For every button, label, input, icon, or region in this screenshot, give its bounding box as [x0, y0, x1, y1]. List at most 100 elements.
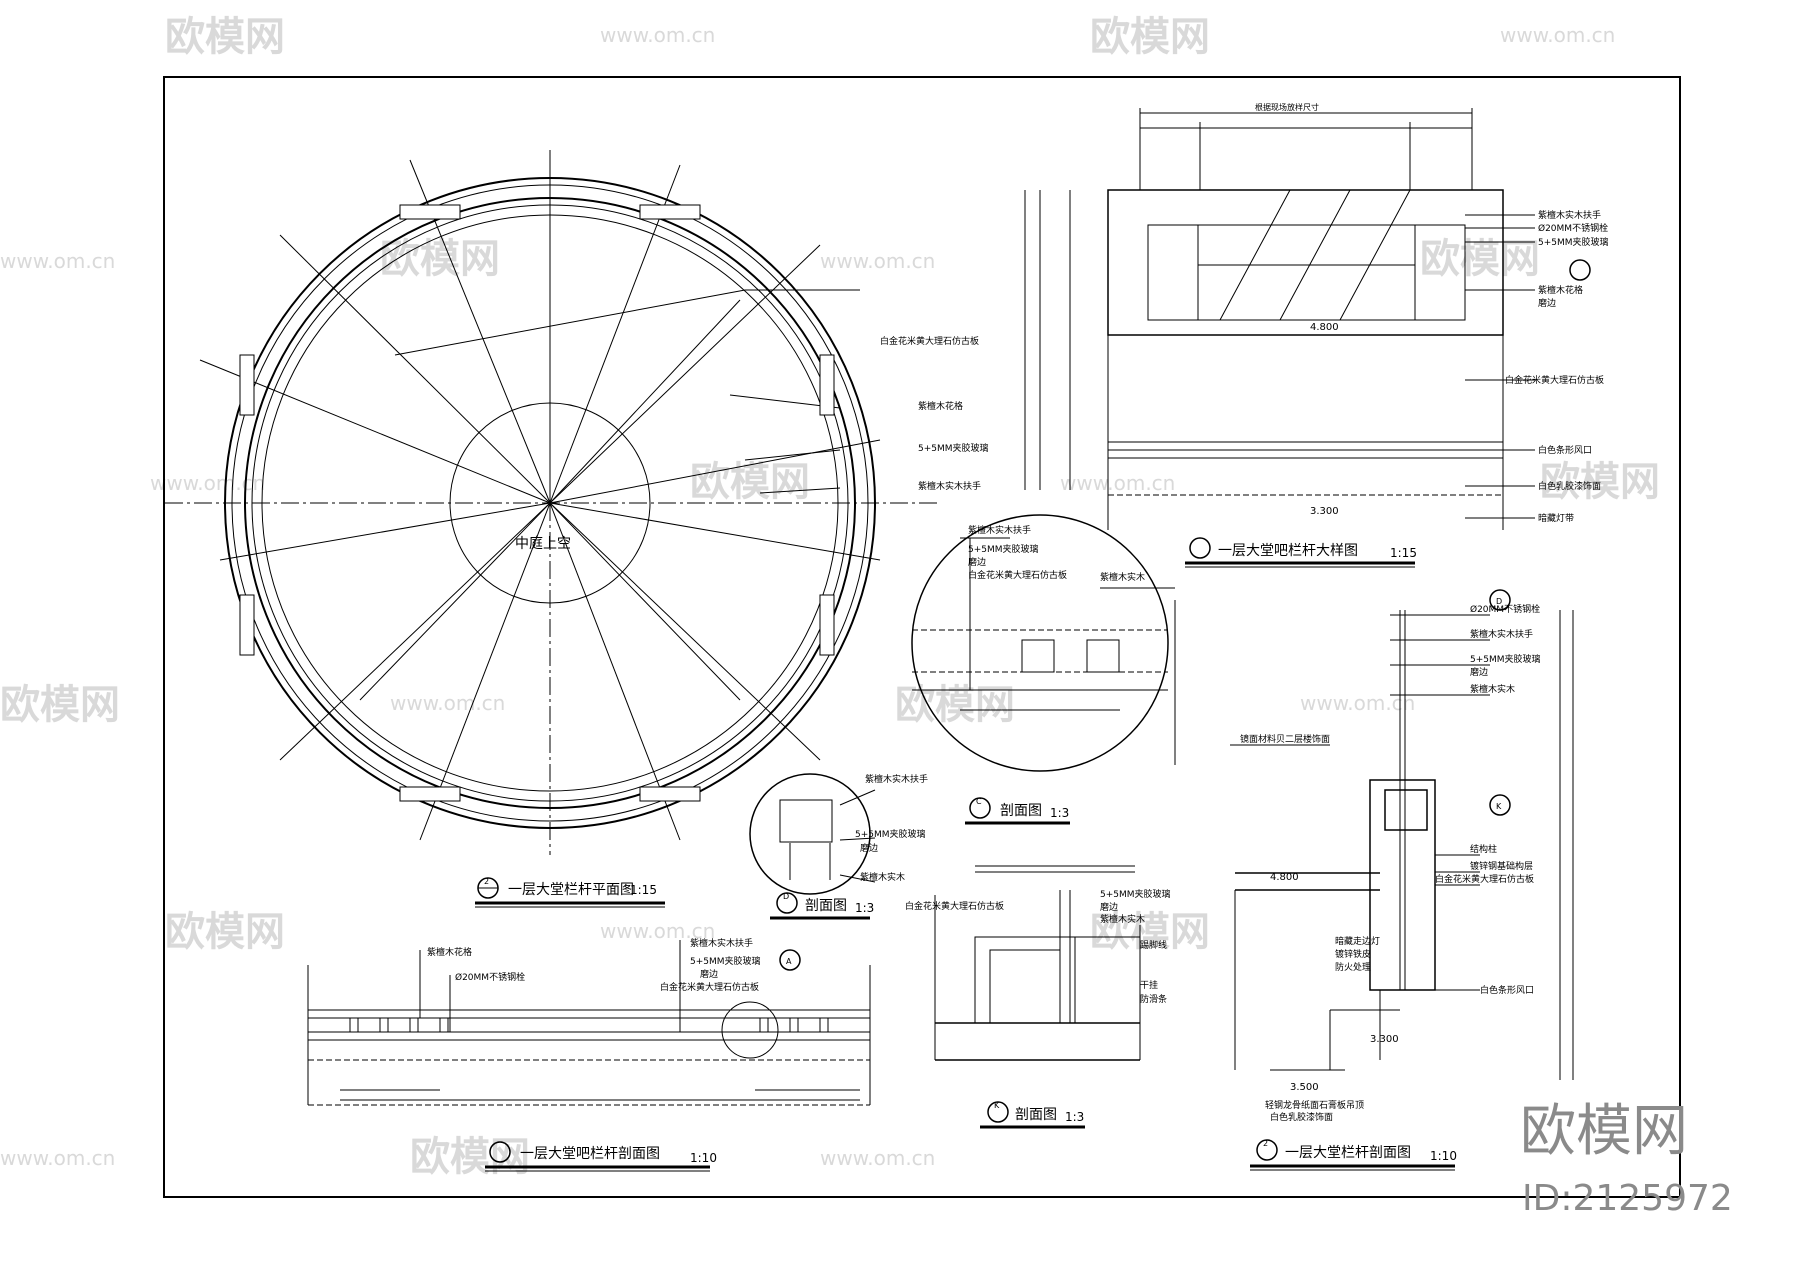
section-k-callout-2: 紫檀木实木 [1100, 913, 1145, 925]
detail-elevation-text: 根据现场放样尺寸 4.800 3.300 紫檀木实木扶手 Ø20MM不锈钢栓 5… [1255, 102, 1609, 524]
watermark-brand-10: 欧模网 [1090, 909, 1210, 955]
section-d [749, 773, 876, 895]
baluster-blocks [239, 204, 835, 802]
watermark-brand-4: 欧模网 [1420, 236, 1540, 282]
detail-callout-3: 5+5MM夹胶玻璃 [1538, 236, 1609, 248]
watermark-url-4: www.om.cn [820, 249, 935, 273]
railing-scale: 1:10 [1430, 1149, 1457, 1163]
railing-level-2: 3.300 [1370, 1034, 1399, 1045]
plan-callout-2: 紫檀木花格 [918, 400, 963, 412]
section-k [934, 865, 1141, 1061]
detail-elevation [1024, 108, 1591, 530]
section-k-callout-7: 干挂 [1140, 979, 1158, 991]
section-k-scale: 1:3 [1065, 1110, 1084, 1124]
plan-callout-1: 白金花米黄大理石仿古板 [880, 335, 979, 347]
watermark-brand-1: 欧模网 [165, 14, 285, 60]
plan-callout-3: 5+5MM夹胶玻璃 [918, 442, 989, 454]
watermark-url-9: www.om.cn [600, 919, 715, 943]
watermark-brand-5: 欧模网 [690, 459, 810, 505]
watermark-url-3: www.om.cn [0, 249, 115, 273]
railing-callout-12: 防火处理 [1335, 961, 1371, 973]
watermark-brand-9: 欧模网 [165, 909, 285, 955]
railing-number: 2 [1263, 1139, 1268, 1148]
section-k-callout-4: 白金花米黄大理石仿古板 [905, 900, 1004, 912]
section-d-callout-1: 紫檀木实木扶手 [865, 773, 928, 785]
railing-level-3: 3.500 [1290, 1082, 1319, 1093]
watermark-layer: 欧模网 www.om.cn 欧模网 www.om.cn www.om.cn 欧模… [0, 14, 1660, 1180]
section-k-callout-3: 磨边 [1100, 902, 1118, 913]
detail-callout-6: 白金花米黄大理石仿古板 [1505, 374, 1604, 386]
section-c-callout-2: 5+5MM夹胶玻璃 [968, 543, 1039, 555]
plan-number: 2 [484, 877, 489, 886]
bar-callout-4: 5+5MM夹胶玻璃 [690, 955, 761, 967]
section-c-callout-4: 白金花米黄大理石仿古板 [968, 569, 1067, 581]
watermark-brand-2: 欧模网 [1090, 14, 1210, 60]
section-c-callout-1: 紫檀木实木扶手 [968, 524, 1031, 536]
section-d-callout-3: 磨边 [860, 843, 878, 854]
section-k-callout-1: 5+5MM夹胶玻璃 [1100, 888, 1171, 900]
detail-title-block: 一层大堂吧栏杆大样图 1:15 [1185, 537, 1417, 568]
bar-callout-3: 紫檀木实木扶手 [690, 937, 753, 949]
plan-callouts: 白金花米黄大理石仿古板 紫檀木花格 5+5MM夹胶玻璃 紫檀木实木扶手 中庭上空 [515, 335, 989, 552]
bar-section [307, 940, 871, 1106]
railing-callout-10: 暗藏走边灯 [1335, 935, 1380, 947]
section-c [911, 514, 1176, 772]
logo-text: 欧模网 [1520, 1099, 1688, 1164]
watermark-url-7: www.om.cn [390, 691, 505, 715]
railing-callout-14: 轻钢龙骨纸面石膏板吊顶 [1265, 1099, 1364, 1111]
railing-callout-4: 磨边 [1470, 667, 1488, 678]
railing-callout-6: 镜面材料贝二层楼饰面 [1240, 733, 1330, 745]
section-k-title: 剖面图 [1015, 1107, 1057, 1123]
plan-center-label: 中庭上空 [515, 535, 571, 552]
detail-scale: 1:15 [1390, 546, 1417, 560]
bar-callout-6: 白金花米黄大理石仿古板 [660, 981, 759, 993]
section-d-callout-4: 紫檀木实木 [860, 871, 905, 883]
railing-title: 一层大堂栏杆剖面图 [1285, 1145, 1411, 1161]
bar-section-text: 紫檀木花格 Ø20MM不锈钢栓 紫檀木实木扶手 5+5MM夹胶玻璃 磨边 白金花… [427, 937, 792, 1172]
logo-id: ID:2125972 [1522, 1178, 1733, 1219]
watermark-url-1: www.om.cn [600, 23, 715, 47]
railing-callout-1: Ø20MM不锈钢栓 [1470, 603, 1540, 615]
watermark-url-5: www.om.cn [150, 471, 265, 495]
detail-callout-8: 白色乳胶漆饰面 [1538, 480, 1601, 492]
section-c-scale: 1:3 [1050, 806, 1069, 820]
drawing-border [163, 76, 1681, 1198]
railing-section [1230, 589, 1574, 1080]
railing-marker-d: D [1496, 597, 1502, 606]
railing-callout-8: 镀锌钢基础构层 [1470, 860, 1533, 872]
section-c-title: 剖面图 [1000, 803, 1042, 819]
section-k-text: 5+5MM夹胶玻璃 紫檀木实木 磨边 白金花米黄大理石仿古板 踢脚线 防滑条 干… [905, 888, 1171, 1129]
section-c-text: 紫檀木实木扶手 5+5MM夹胶玻璃 磨边 白金花米黄大理石仿古板 紫檀木实木 C… [965, 524, 1145, 825]
bar-callout-1: 紫檀木花格 [427, 946, 472, 958]
watermark-brand-3: 欧模网 [380, 236, 500, 282]
railing-callout-2: 紫檀木实木扶手 [1470, 628, 1533, 640]
bar-title: 一层大堂吧栏杆剖面图 [520, 1146, 660, 1162]
railing-callout-3: 5+5MM夹胶玻璃 [1470, 653, 1541, 665]
detail-callout-5: 磨边 [1538, 298, 1556, 309]
plan-callout-4: 紫檀木实木扶手 [918, 480, 981, 492]
section-d-marker: D [783, 892, 789, 901]
railing-callout-15: 白色乳胶漆饰面 [1270, 1111, 1333, 1123]
detail-level-1: 4.800 [1310, 322, 1339, 333]
railing-callout-5: 紫檀木实木 [1470, 683, 1515, 695]
railing-section-text: D K Ø20MM不锈钢栓 紫檀木实木扶手 5+5MM夹胶玻璃 磨边 紫檀木实木… [1240, 597, 1541, 1171]
watermark-brand-8: 欧模网 [895, 682, 1015, 728]
railing-level-1: 4.800 [1270, 872, 1299, 883]
section-c-callout-3: 磨边 [968, 557, 986, 568]
plan-title-block: 2 一层大堂栏杆平面图 1:15 [475, 877, 665, 908]
plan-scale: 1:15 [630, 883, 657, 897]
plan-title: 一层大堂栏杆平面图 [508, 882, 634, 898]
detail-title: 一层大堂吧栏杆大样图 [1218, 543, 1358, 559]
section-d-scale: 1:3 [855, 901, 874, 915]
section-d-title: 剖面图 [805, 898, 847, 914]
detail-top-dimension: 根据现场放样尺寸 [1255, 102, 1319, 112]
detail-callout-1: 紫檀木实木扶手 [1538, 209, 1601, 221]
section-k-callout-5: 踢脚线 [1140, 939, 1167, 951]
railing-marker-k: K [1496, 802, 1502, 811]
watermark-url-2: www.om.cn [1500, 23, 1615, 47]
section-c-callout-5: 紫檀木实木 [1100, 571, 1145, 583]
railing-callout-7: 结构柱 [1470, 843, 1497, 855]
watermark-brand-7: 欧模网 [0, 682, 120, 728]
section-d-callout-2: 5+5MM夹胶玻璃 [855, 828, 926, 840]
